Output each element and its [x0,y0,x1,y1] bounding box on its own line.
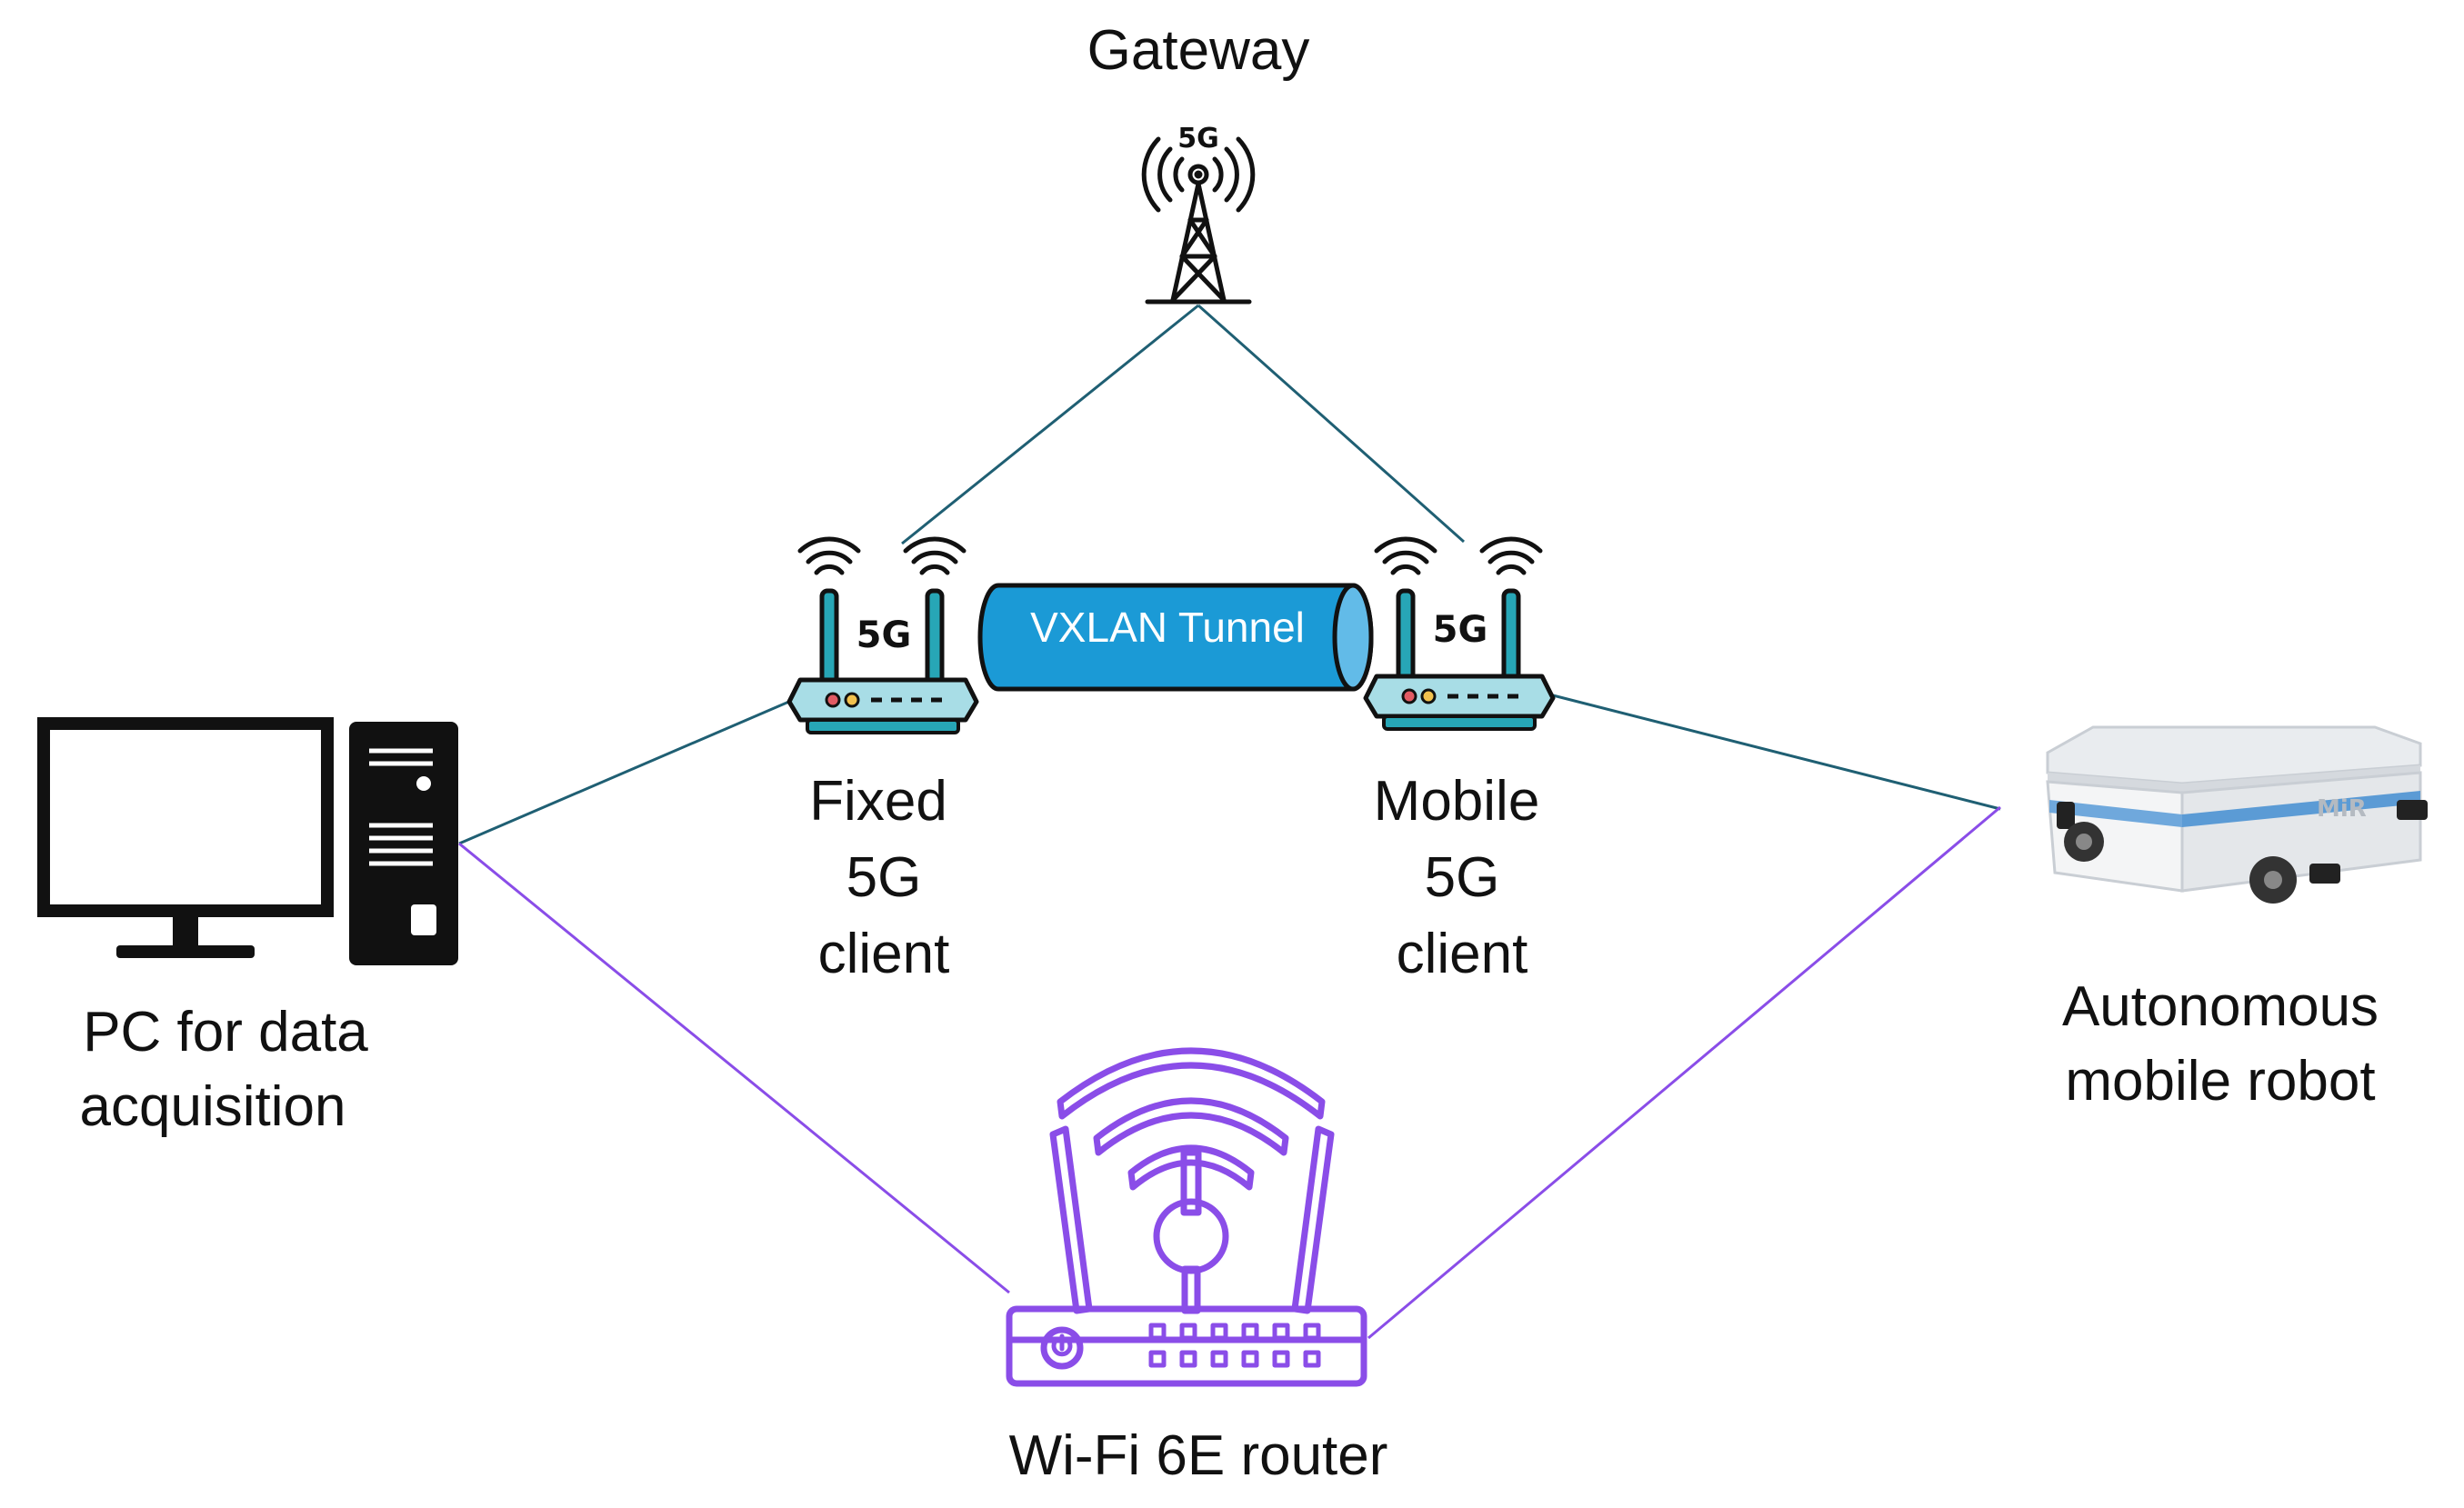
pc-label-line-2: acquisition [80,1075,346,1138]
link-gateway-mobile-client [1197,304,1465,544]
wifi-router-node: Wi-Fi 6E router [1006,1047,1388,1487]
cell-tower-icon: 5G [1141,123,1256,305]
wifi-router-label: Wi-Fi 6E router [1009,1424,1388,1487]
link-mobile-client-robot [1552,694,2001,811]
mobile-client-label-line-1: Mobile [1374,770,1540,833]
5g-router-icon: 5G [1363,536,1556,731]
fixed-client-label-line-3: client [818,923,950,985]
gateway-label: Gateway [1087,19,1310,82]
vxlan-tunnel: VXLAN Tunnel [977,583,1374,692]
fixed-client-node: 5G Fixed 5G client [786,536,979,985]
link-gateway-fixed-client [901,304,1199,545]
robot-node: MiR Autonomous mobile robot [2046,725,2428,1113]
fixed-client-label-line-1: Fixed [809,770,947,833]
link-pc-fixed-client [458,696,798,845]
wifi-router-icon [1006,1047,1367,1387]
fixed-client-label-line-2: 5G [846,846,922,909]
mobile-client-label-line-2: 5G [1425,846,1500,909]
mobile-client-label-line-3: client [1397,923,1528,985]
pc-label-line-1: PC for data [83,1001,368,1064]
link-wifi-router-robot [1367,805,2001,1340]
links [458,304,2001,1340]
robot-label-line-2: mobile robot [2065,1050,2375,1113]
tower-5g-badge: 5G [1177,123,1219,155]
fixed-client-5g-badge: 5G [856,614,912,656]
mobile-client-node: 5G Mobile 5G client [1363,536,1556,985]
desktop-computer-icon [37,717,458,965]
5g-router-icon: 5G [786,536,979,734]
pc-node: PC for data acquisition [37,717,458,1138]
robot-logo-text: MiR [2317,795,2367,823]
link-pc-wifi-router [458,842,1010,1294]
gateway-node: Gateway 5G [1087,19,1310,305]
robot-label-line-1: Autonomous [2062,975,2379,1038]
mobile-robot-icon: MiR [2046,725,2428,904]
vxlan-tunnel-label: VXLAN Tunnel [1030,604,1305,651]
mobile-client-5g-badge: 5G [1433,609,1488,651]
